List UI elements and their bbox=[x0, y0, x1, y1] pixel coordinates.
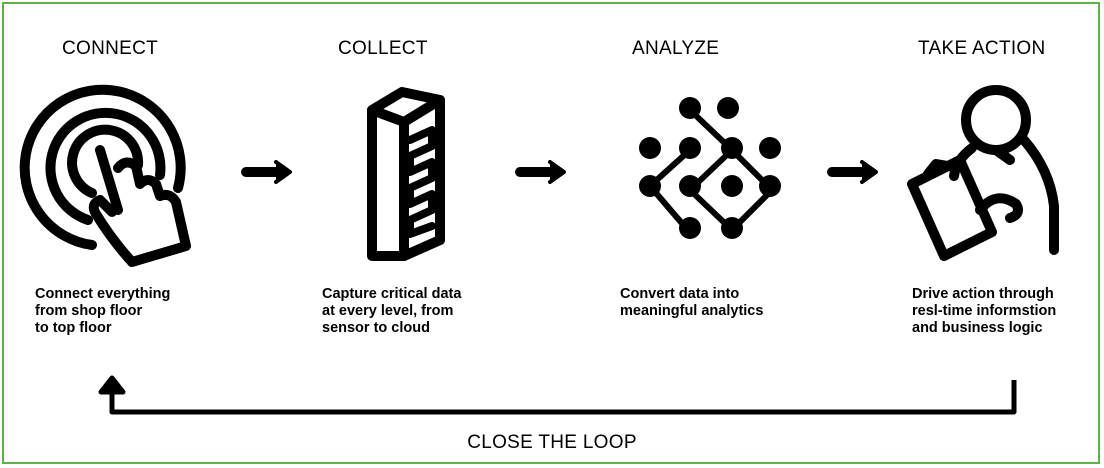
arrow-right-icon-1 bbox=[241, 160, 292, 184]
step-title-analyze: ANALYZE bbox=[632, 38, 720, 59]
person-clipboard-icon bbox=[907, 85, 1059, 261]
step-title-take-action: TAKE ACTION bbox=[918, 38, 1046, 59]
arrow-right-icon-2 bbox=[515, 160, 566, 184]
pointing-hand-icon bbox=[19, 84, 191, 267]
arrow-right-icon-3 bbox=[827, 160, 878, 184]
server-rack-icon bbox=[367, 87, 445, 261]
close-loop-label: CLOSE THE LOOP bbox=[467, 432, 637, 453]
step-title-collect: COLLECT bbox=[338, 38, 428, 59]
step-title-connect: CONNECT bbox=[62, 38, 159, 59]
close-loop-connector bbox=[98, 375, 1017, 415]
network-nodes-icon bbox=[647, 107, 775, 233]
